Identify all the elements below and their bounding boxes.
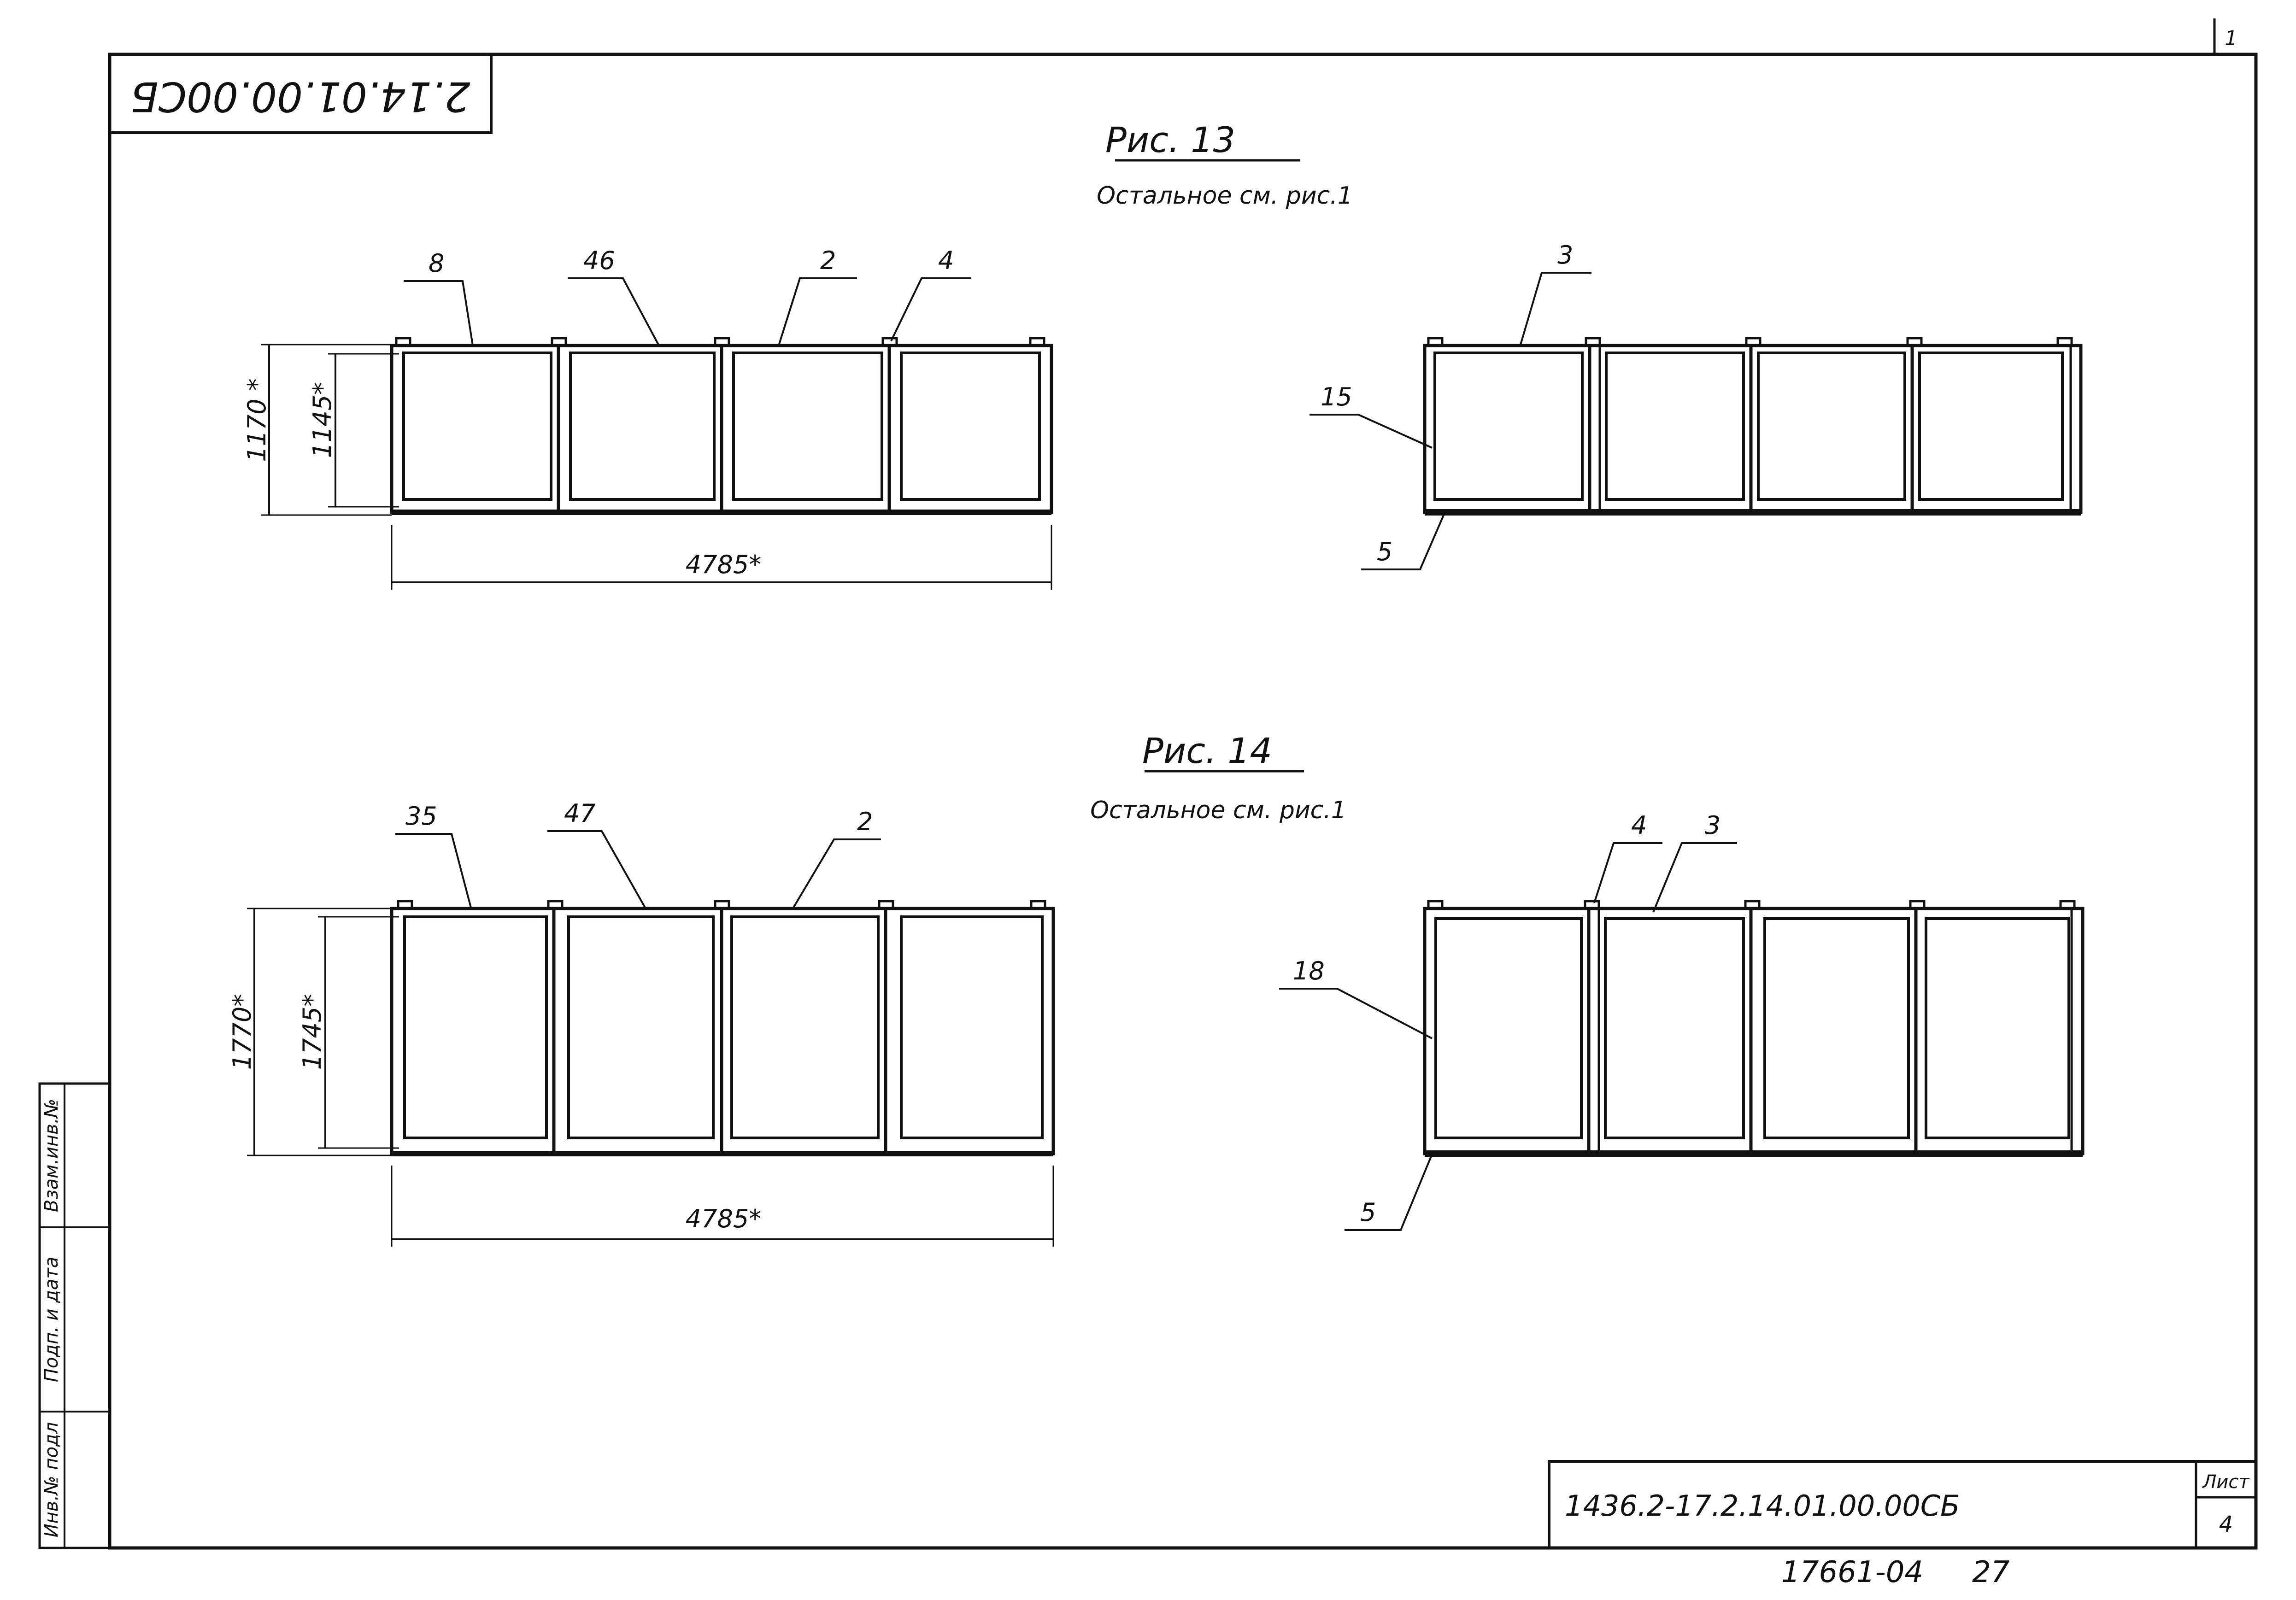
fig13-callout-5: 5 <box>1377 537 1392 566</box>
title-sheet-label: Лист <box>2202 1471 2250 1493</box>
fig13-dim-outer-height: 1170 * <box>242 378 271 462</box>
side-stamp: Взам.инв.№ Подп. и дата Инв.№ подл <box>38 1082 111 1549</box>
fig13-dim-inner-height: 1145* <box>308 382 337 458</box>
fig14-callout-18: 18 <box>1293 956 1325 985</box>
fig14-dim-outer-height: 1770* <box>228 994 257 1070</box>
figure-13: Рис. 13 Остальное см. рис.1 <box>242 119 2083 590</box>
fig14-callout-35: 35 <box>405 802 437 831</box>
figure-14-front-view: 1770* 1745* 4785* 35 47 2 <box>228 799 1055 1247</box>
side-stamp-vzam: Взам.инв.№ <box>41 1099 62 1212</box>
fig14-dim-width: 4785* <box>686 1204 761 1233</box>
figure-14-note: Остальное см. рис.1 <box>1090 797 1346 824</box>
side-stamp-inv: Инв.№ подл <box>41 1422 62 1538</box>
corner-mark: 1 <box>2225 27 2237 50</box>
title-designation: 1436.2-17.2.14.01.00.00СБ <box>1565 1489 1960 1523</box>
fig14-callout-5: 5 <box>1360 1198 1376 1227</box>
fig13-callout-4: 4 <box>938 246 954 275</box>
side-stamp-podp: Подп. и дата <box>41 1257 62 1382</box>
fig14-dim-inner-height: 1745* <box>298 994 327 1070</box>
figure-13-note: Остальное см. рис.1 <box>1097 182 1353 210</box>
fig13-dim-width: 4785* <box>686 550 761 579</box>
figure-14-caption: Рис. 14 <box>1142 730 1272 771</box>
figure-14-side-view: 4 3 18 5 <box>1279 811 2085 1231</box>
figure-13-front-view: 1170 * 1145* 4785* 8 46 2 4 <box>242 246 1053 590</box>
fig14-callout-3: 3 <box>1705 811 1721 840</box>
fig14-callout-2: 2 <box>857 807 873 836</box>
stamp-code: 2.14.01.00.00СБ <box>130 73 470 120</box>
fig13-callout-2: 2 <box>820 246 836 275</box>
archive-number: 17661-04 <box>1781 1555 1923 1589</box>
fig13-callout-15: 15 <box>1321 382 1352 411</box>
figure-13-side-view: 3 15 5 <box>1309 240 2083 570</box>
figure-14: Рис. 14 Остальное см. рис.1 <box>228 730 2085 1247</box>
sheet-border <box>108 53 2258 1550</box>
fig13-callout-8: 8 <box>429 249 444 278</box>
figure-13-caption: Рис. 13 <box>1105 119 1235 160</box>
title-sheet-number: 4 <box>2219 1512 2233 1537</box>
archive-page: 27 <box>1972 1555 2010 1589</box>
title-block: 1436.2-17.2.14.01.00.00СБ Лист 4 <box>1548 1460 2257 1549</box>
fig13-callout-46: 46 <box>583 246 615 275</box>
fig13-callout-3: 3 <box>1557 240 1573 270</box>
fig14-callout-4: 4 <box>1631 811 1647 840</box>
top-left-stamp: 2.14.01.00.00СБ <box>110 54 493 134</box>
fig14-callout-47: 47 <box>564 799 596 828</box>
